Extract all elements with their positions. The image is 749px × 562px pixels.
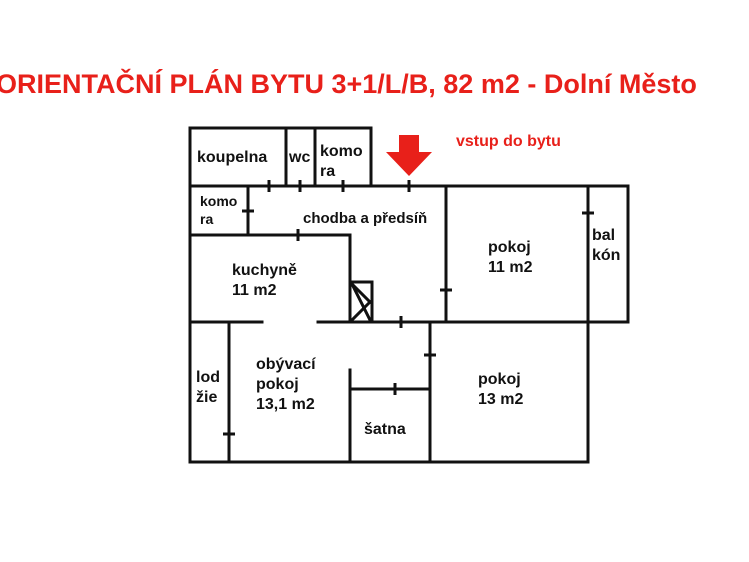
room-name: lod xyxy=(196,369,220,386)
room-label-loggia: lod žie xyxy=(196,368,220,408)
room-name: kuchyně xyxy=(232,262,297,279)
room-name: chodba a předsíň xyxy=(303,210,428,227)
room-name: šatna xyxy=(364,421,406,438)
room-label-storage-left: komo ra xyxy=(200,192,237,228)
room-name: komo xyxy=(200,193,238,209)
room-label-wardrobe: šatna xyxy=(364,420,406,440)
room-label-hallway: chodba a předsíň xyxy=(303,209,427,229)
entrance-arrow-icon xyxy=(386,135,432,176)
room-area: 13 m2 xyxy=(478,391,524,408)
shaft-diagonal xyxy=(349,299,373,323)
room-name: wc xyxy=(289,149,311,166)
room-label-bathroom: koupelna xyxy=(197,148,267,168)
outer-wall xyxy=(188,126,630,464)
room-name: komo xyxy=(320,143,363,160)
room-label-balcony: bal kón xyxy=(592,226,620,266)
room-area: 11 m2 xyxy=(488,259,533,276)
shaft-diagonal xyxy=(349,281,373,323)
room-name: pokoj xyxy=(488,239,531,256)
room-name: ra xyxy=(200,211,214,227)
room-name: kón xyxy=(592,247,621,264)
room-name: obývací xyxy=(256,356,316,373)
room-label-living-room: obývací pokoj 13,1 m2 xyxy=(256,355,316,415)
page-title: ORIENTAČNÍ PLÁN BYTU 3+1/L/B, 82 m2 - Do… xyxy=(0,69,697,99)
room-name: žie xyxy=(196,389,218,406)
room-area: 13,1 m2 xyxy=(256,396,315,413)
room-area: 11 m2 xyxy=(232,282,277,299)
room-name: bal xyxy=(592,227,616,244)
room-label-kitchen: kuchyně 11 m2 xyxy=(232,261,297,301)
entrance-label: vstup do bytu xyxy=(456,133,561,150)
room-label-wc: wc xyxy=(289,148,310,168)
room-label-room-2: pokoj 13 m2 xyxy=(478,370,523,410)
room-label-storage-top: komo ra xyxy=(320,142,363,182)
room-name: koupelna xyxy=(197,149,268,166)
room-name: pokoj xyxy=(256,376,299,393)
room-name: pokoj xyxy=(478,371,521,388)
room-name: ra xyxy=(320,163,336,180)
room-label-room-1: pokoj 11 m2 xyxy=(488,238,532,278)
